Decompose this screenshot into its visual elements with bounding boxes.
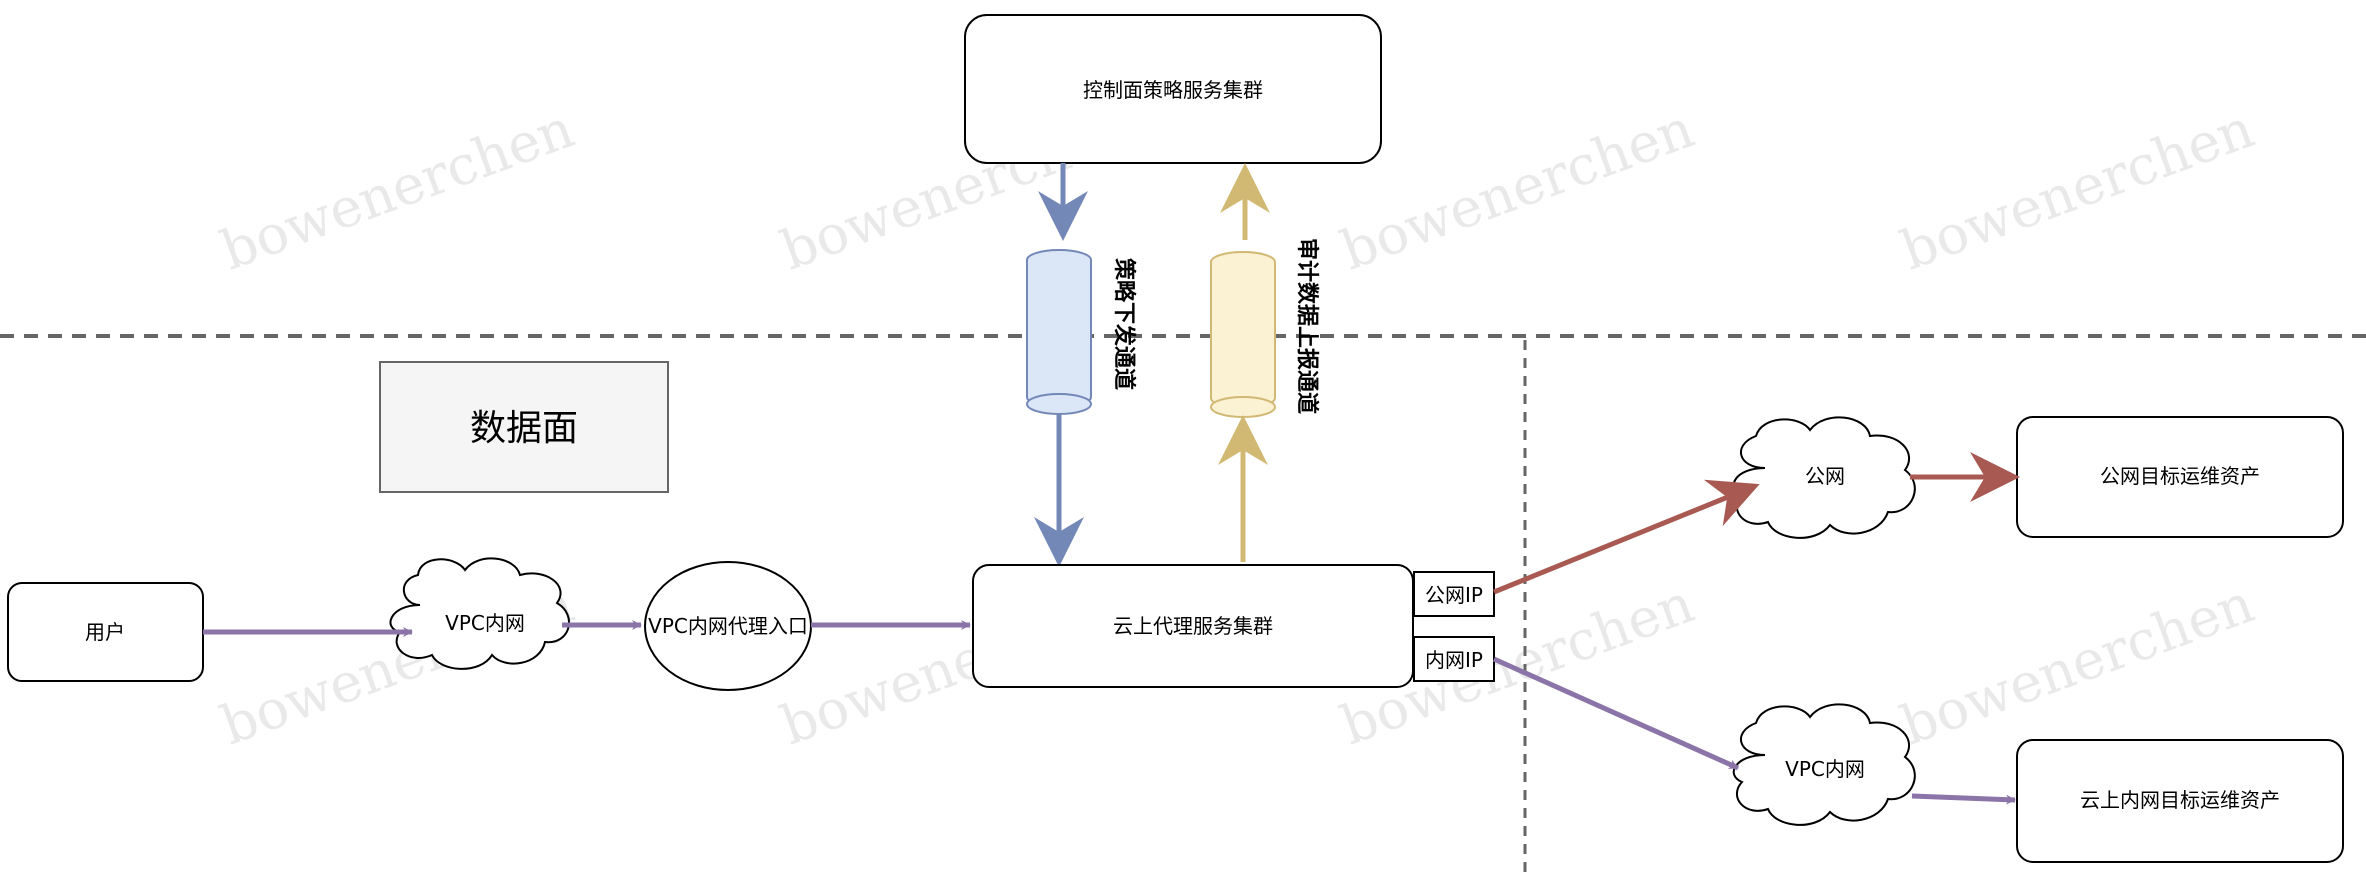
vpc-cloud-left-label: VPC内网 (445, 611, 525, 635)
public-ip-label: 公网IP (1425, 583, 1483, 607)
data-plane-label: 数据面 (470, 408, 578, 449)
audit-channel-label: 审计数据上报通道 (1294, 238, 1320, 414)
internal-ip-to-vpc-arrow (1492, 656, 1740, 771)
cloud-proxy-cluster-box[interactable] (972, 564, 1414, 688)
audit-channel-pipe[interactable] (1210, 251, 1276, 409)
control-cluster-box[interactable] (964, 14, 1382, 164)
policy-pipe-end (1026, 393, 1092, 415)
public-ip-to-cloud-arrow (1493, 479, 1760, 595)
audit-pipe-end (1210, 396, 1276, 418)
vpc-cloud-right-label: VPC内网 (1785, 757, 1865, 781)
internal-ip-label: 内网IP (1425, 648, 1483, 672)
cloud-proxy-cluster-label: 云上代理服务集群 (1113, 614, 1273, 638)
control-cluster-label: 控制面策略服务集群 (1083, 78, 1263, 102)
data-plane-box (379, 361, 669, 493)
vpc-cloud-left[interactable] (389, 557, 570, 670)
public-cloud-label: 公网 (1805, 464, 1845, 488)
public-ip-port[interactable] (1413, 571, 1495, 617)
internal-target-box[interactable] (2016, 739, 2344, 863)
vpc-cloud-right[interactable] (1732, 703, 1916, 826)
vpc-proxy-entry-label: VPC内网代理入口 (648, 614, 808, 638)
user-label: 用户 (85, 620, 125, 644)
public-target-label: 公网目标运维资产 (2100, 464, 2260, 488)
policy-channel-pipe[interactable] (1026, 249, 1092, 408)
watermark: bowenerchen (213, 97, 582, 283)
vpc-to-internal-target-arrow (1911, 793, 2016, 805)
watermark: bowenerchen (1893, 97, 2262, 283)
internal-target-label: 云上内网目标运维资产 (2080, 788, 2280, 812)
watermark: bowenerchen (1893, 572, 2262, 758)
watermark: bowenerchen (1333, 97, 1702, 283)
policy-channel-label: 策略下发通道 (1111, 258, 1137, 390)
internal-ip-port[interactable] (1413, 636, 1495, 682)
